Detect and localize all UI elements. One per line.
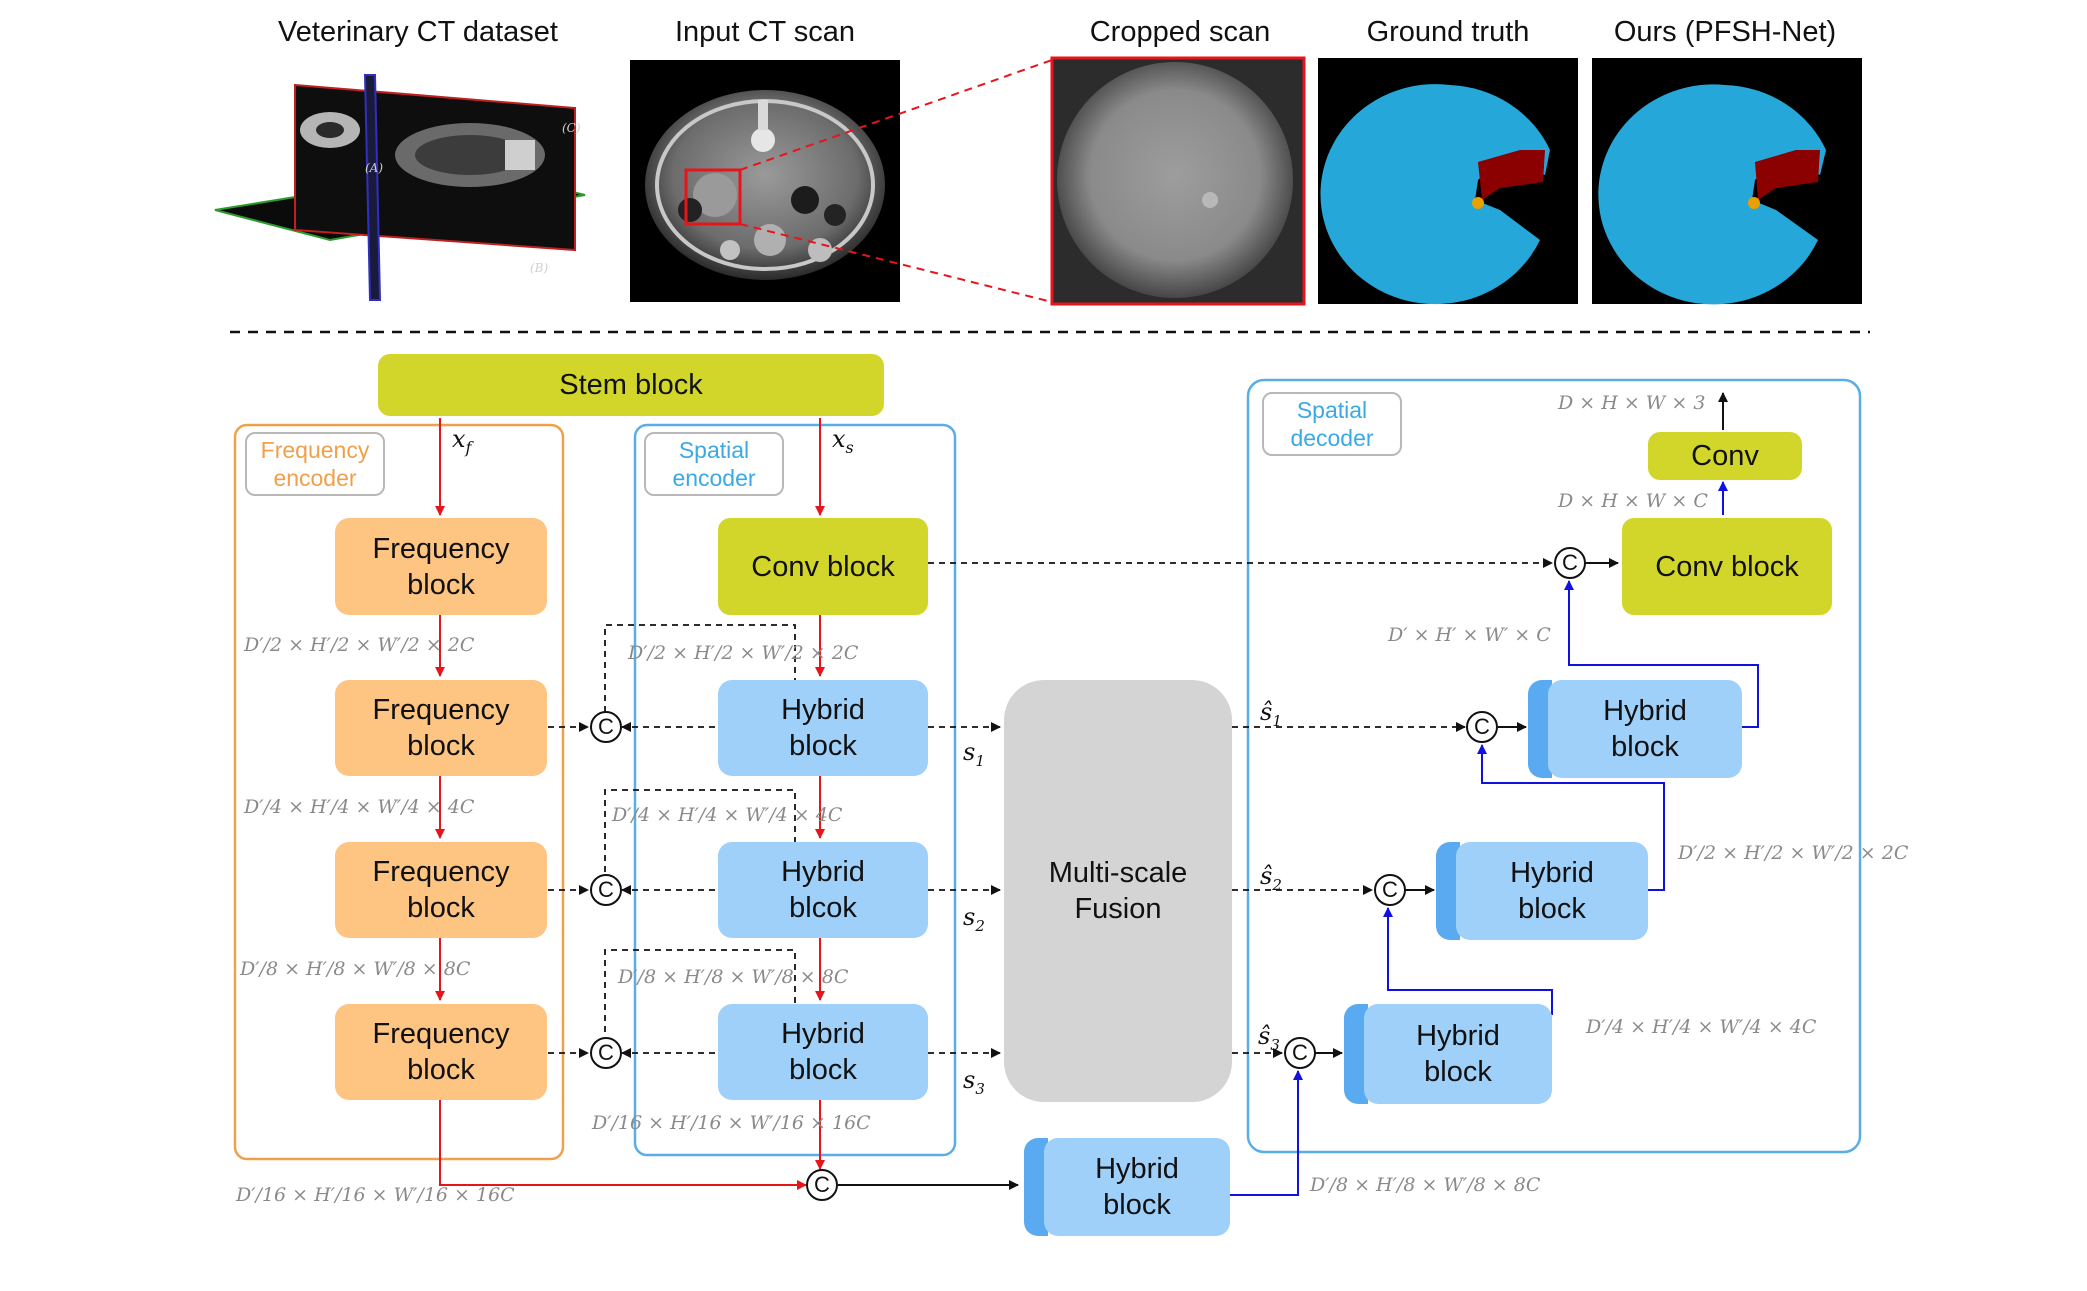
hybrid-block-decoder-3: Hybrid block	[1364, 1004, 1552, 1104]
frequency-encoder-tag: Frequency encoder	[245, 432, 385, 496]
title-cropped: Cropped scan	[1089, 16, 1271, 48]
plane-label-c: (C)	[562, 121, 581, 135]
concat-dec-1: C	[1466, 711, 1498, 743]
conv-block-encoder: Conv block	[718, 518, 928, 615]
var-s3-hat: ŝ3	[1258, 1022, 1280, 1054]
plane-label-b: (B)	[530, 261, 549, 275]
dim-full-c: D × H × W × C	[1558, 490, 1708, 512]
var-xf: xf	[452, 425, 472, 457]
title-ours: Ours (PFSH-Net)	[1613, 16, 1837, 48]
multi-scale-fusion-block: Multi-scale Fusion	[1004, 680, 1232, 1102]
dim-spat-8: D′/8 × H′/8 × W′/8 × 8C	[618, 966, 849, 988]
dim-full-3: D × H × W × 3	[1558, 392, 1706, 414]
var-xs: xs	[832, 425, 854, 457]
frequency-block-1: Frequency block	[335, 518, 547, 615]
dim-spat-2: D′/2 × H′/2 × W′/2 × 2C	[628, 642, 859, 664]
dim-dec-8: D′/8 × H′/8 × W′/8 × 8C	[1310, 1174, 1541, 1196]
concat-dec-2: C	[1374, 874, 1406, 906]
dim-freq-8: D′/8 × H′/8 × W′/8 × 8C	[240, 958, 471, 980]
hybrid-block-decoder-2: Hybrid block	[1456, 842, 1648, 940]
var-s3: s3	[963, 1066, 985, 1098]
spatial-decoder-tag: Spatial decoder	[1262, 392, 1402, 456]
title-dataset: Veterinary CT dataset	[278, 16, 558, 48]
dim-spat-4: D′/4 × H′/4 × W′/4 × 4C	[612, 804, 843, 826]
input-ct-scan-image	[630, 60, 900, 302]
prediction-image	[1592, 58, 1862, 305]
dim-freq-2: D′/2 × H′/2 × W′/2 × 2C	[244, 634, 475, 656]
dim-freq-16: D′/16 × H′/16 × W′/16 × 16C	[236, 1184, 515, 1206]
var-s2: s2	[963, 903, 985, 935]
title-input: Input CT scan	[674, 16, 855, 48]
hybrid-block-decoder-1: Hybrid block	[1548, 680, 1742, 778]
var-s1: s1	[963, 738, 985, 770]
concat-enc-2: C	[590, 874, 622, 906]
spatial-encoder-tag: Spatial encoder	[644, 432, 784, 496]
dim-dec-4: D′/4 × H′/4 × W′/4 × 4C	[1586, 1016, 1817, 1038]
dim-freq-4: D′/4 × H′/4 × W′/4 × 4C	[244, 796, 475, 818]
concat-enc-3: C	[590, 1037, 622, 1069]
cropped-scan-image	[1050, 56, 1306, 306]
dim-prime-c: D′ × H′ × W′ × C	[1388, 624, 1551, 646]
concat-enc-1: C	[590, 711, 622, 743]
hybrid-block-bottleneck: Hybrid block	[1044, 1138, 1230, 1236]
frequency-block-3: Frequency block	[335, 842, 547, 938]
concat-dec-3: C	[1284, 1037, 1316, 1069]
ground-truth-image	[1318, 58, 1578, 305]
ct-dataset-planes: (C) (A) (B)	[214, 74, 586, 301]
frequency-block-4: Frequency block	[335, 1004, 547, 1100]
frequency-encoder-box	[233, 423, 565, 1161]
spatial-decoder-box	[1246, 378, 1862, 1154]
var-s2-hat: ŝ2	[1260, 862, 1282, 894]
dim-dec-2: D′/2 × H′/2 × W′/2 × 2C	[1678, 842, 1909, 864]
plane-label-a: (A)	[365, 161, 383, 175]
hybrid-block-encoder-3: Hybrid block	[718, 1004, 928, 1100]
dim-spat-16: D′/16 × H′/16 × W′/16 × 16C	[592, 1112, 871, 1134]
stem-block: Stem block	[378, 354, 884, 416]
conv-output-block: Conv	[1648, 432, 1802, 480]
title-ground-truth: Ground truth	[1366, 16, 1530, 48]
hybrid-block-encoder-2: Hybrid blcok	[718, 842, 928, 938]
var-s1-hat: ŝ1	[1260, 698, 1282, 730]
crop-box	[684, 168, 742, 226]
concat-bottom: C	[806, 1169, 838, 1201]
frequency-block-2: Frequency block	[335, 680, 547, 776]
hybrid-block-encoder-1: Hybrid block	[718, 680, 928, 776]
conv-block-decoder: Conv block	[1622, 518, 1832, 615]
concat-dec-top: C	[1554, 547, 1586, 579]
